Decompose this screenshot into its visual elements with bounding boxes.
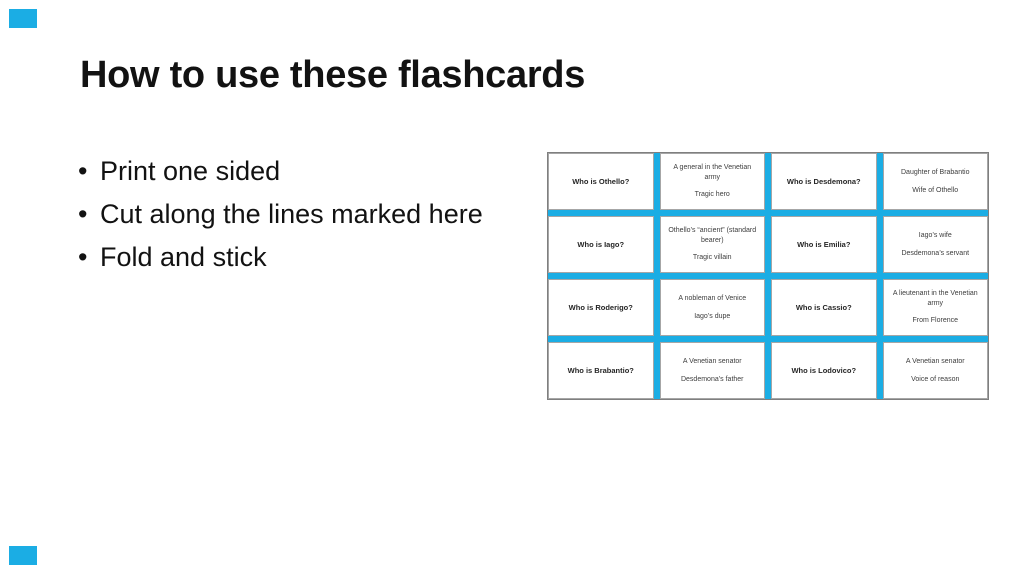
answer-line: Iago’s wife bbox=[918, 232, 952, 240]
question-text: Who is Iago? bbox=[577, 239, 625, 249]
question-text: Who is Cassio? bbox=[795, 302, 852, 312]
flashcard-question-cell: Who is Lodovico? bbox=[771, 342, 877, 399]
bullet-dot: • bbox=[78, 242, 88, 272]
question-text: Who is Emilia? bbox=[797, 239, 851, 249]
answer-line: A lieutenant in the Venetian army bbox=[892, 290, 978, 307]
bullet-dot: • bbox=[78, 156, 88, 186]
accent-bar-bottom-left bbox=[9, 546, 37, 565]
flashcard-question-cell: Who is Othello? bbox=[548, 153, 654, 210]
flashcard-answer-cell: A nobleman of Venice Iago’s dupe bbox=[659, 279, 765, 336]
bullet-text: Cut along the lines marked here bbox=[100, 199, 483, 229]
answer-line: A Venetian senator bbox=[682, 358, 742, 366]
answer-line: Voice of reason bbox=[911, 375, 960, 383]
flashcard-answer-cell: A Venetian senator Desdemona’s father bbox=[659, 342, 765, 399]
bullet-item: • Cut along the lines marked here bbox=[78, 193, 483, 236]
question-text: Who is Lodovico? bbox=[791, 365, 857, 375]
flashcard-answer-cell: A lieutenant in the Venetian army From F… bbox=[882, 279, 988, 336]
flashcard-answer-cell: Iago’s wife Desdemona’s servant bbox=[882, 216, 988, 273]
flashcard-question-cell: Who is Iago? bbox=[548, 216, 654, 273]
answer-line: Daughter of Brabantio bbox=[901, 169, 970, 177]
answer-line: A general in the Venetian army bbox=[673, 164, 752, 181]
bullet-dot: • bbox=[78, 199, 88, 229]
bullet-item: • Print one sided bbox=[78, 150, 483, 193]
question-text: Who is Othello? bbox=[572, 176, 630, 186]
flashcard-answer-cell: Othello’s “ancient” (standard bearer) Tr… bbox=[659, 216, 765, 273]
question-text: Who is Desdemona? bbox=[786, 176, 861, 186]
bullet-item: • Fold and stick bbox=[78, 236, 483, 279]
question-text: Who is Brabantio? bbox=[567, 365, 634, 375]
answer-line: Othello’s “ancient” (standard bearer) bbox=[668, 227, 757, 244]
flashcard-question-cell: Who is Brabantio? bbox=[548, 342, 654, 399]
slide-title: How to use these flashcards bbox=[80, 54, 586, 96]
answer-line: From Florence bbox=[912, 317, 958, 325]
answer-line: Wife of Othello bbox=[912, 186, 959, 194]
flashcard-question-cell: Who is Roderigo? bbox=[548, 279, 654, 336]
flashcard-answer-cell: A general in the Venetian army Tragic he… bbox=[659, 153, 765, 210]
answer-line: A nobleman of Venice bbox=[678, 295, 747, 303]
flashcard-question-cell: Who is Cassio? bbox=[771, 279, 877, 336]
bullet-text: Print one sided bbox=[100, 156, 281, 186]
flashcard-answer-cell: Daughter of Brabantio Wife of Othello bbox=[882, 153, 988, 210]
flashcard-question-cell: Who is Emilia? bbox=[771, 216, 877, 273]
answer-line: Desdemona’s servant bbox=[901, 249, 970, 257]
answer-line: Iago’s dupe bbox=[694, 312, 731, 320]
answer-line: Desdemona’s father bbox=[680, 375, 744, 383]
accent-bar-top-left bbox=[9, 9, 37, 28]
answer-line: Tragic hero bbox=[694, 191, 730, 199]
flashcard-answer-cell: A Venetian senator Voice of reason bbox=[882, 342, 988, 399]
answer-line: Tragic villain bbox=[692, 254, 732, 262]
answer-line: A Venetian senator bbox=[905, 358, 965, 366]
question-text: Who is Roderigo? bbox=[568, 302, 633, 312]
bullet-list: • Print one sided • Cut along the lines … bbox=[78, 150, 483, 279]
bullet-text: Fold and stick bbox=[100, 242, 267, 272]
flashcard-grid: Who is Othello? A general in the Venetia… bbox=[547, 152, 989, 400]
flashcard-question-cell: Who is Desdemona? bbox=[771, 153, 877, 210]
